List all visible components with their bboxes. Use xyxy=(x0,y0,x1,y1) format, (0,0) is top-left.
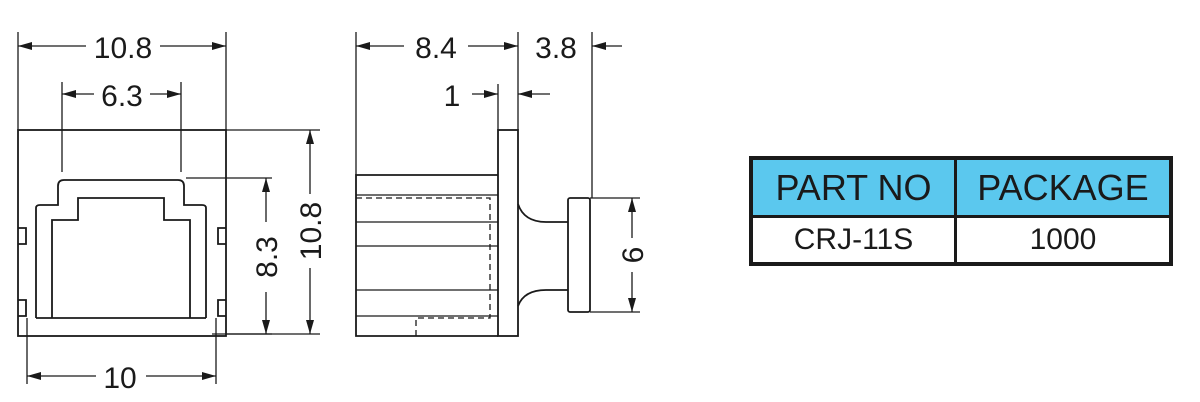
neck-bottom xyxy=(517,289,568,307)
jack-inner-profile xyxy=(51,197,191,318)
neck-top xyxy=(517,203,568,223)
jack-opening xyxy=(35,179,207,318)
side-body-outline xyxy=(355,174,498,337)
dim-front-bottom-width: 10 xyxy=(103,362,136,395)
cell-package: 1000 xyxy=(957,218,1169,262)
header-part-no: PART NO xyxy=(753,160,957,218)
dim-side-flange-thickness: 1 xyxy=(444,80,461,113)
dim-side-knob-height: 6 xyxy=(617,247,650,264)
left-lower-tab xyxy=(18,299,27,317)
dim-front-width-top: 10.8 xyxy=(94,32,152,65)
dim-front-inner-height: 8.3 xyxy=(251,236,284,278)
dim-front-opening-width: 6.3 xyxy=(101,80,143,113)
header-package: PACKAGE xyxy=(957,160,1169,218)
cell-part-no: CRJ-11S xyxy=(753,218,957,262)
side-flange xyxy=(497,129,519,337)
front-view: 10.8 6.3 10 8.3 10.8 xyxy=(17,32,328,395)
hidden-cavity xyxy=(356,197,491,336)
dim-side-cap-length: 3.8 xyxy=(535,32,577,65)
right-lower-tab xyxy=(217,299,226,317)
side-knob xyxy=(567,197,591,313)
spec-table: PART NO PACKAGE CRJ-11S 1000 xyxy=(749,156,1173,266)
side-view: 8.4 3.8 1 6 xyxy=(355,32,650,337)
dim-front-outer-height: 10.8 xyxy=(295,202,328,260)
left-latch-tab xyxy=(18,227,27,245)
front-outline xyxy=(17,129,227,337)
dim-side-body-length: 8.4 xyxy=(415,32,457,65)
right-latch-tab xyxy=(217,227,226,245)
